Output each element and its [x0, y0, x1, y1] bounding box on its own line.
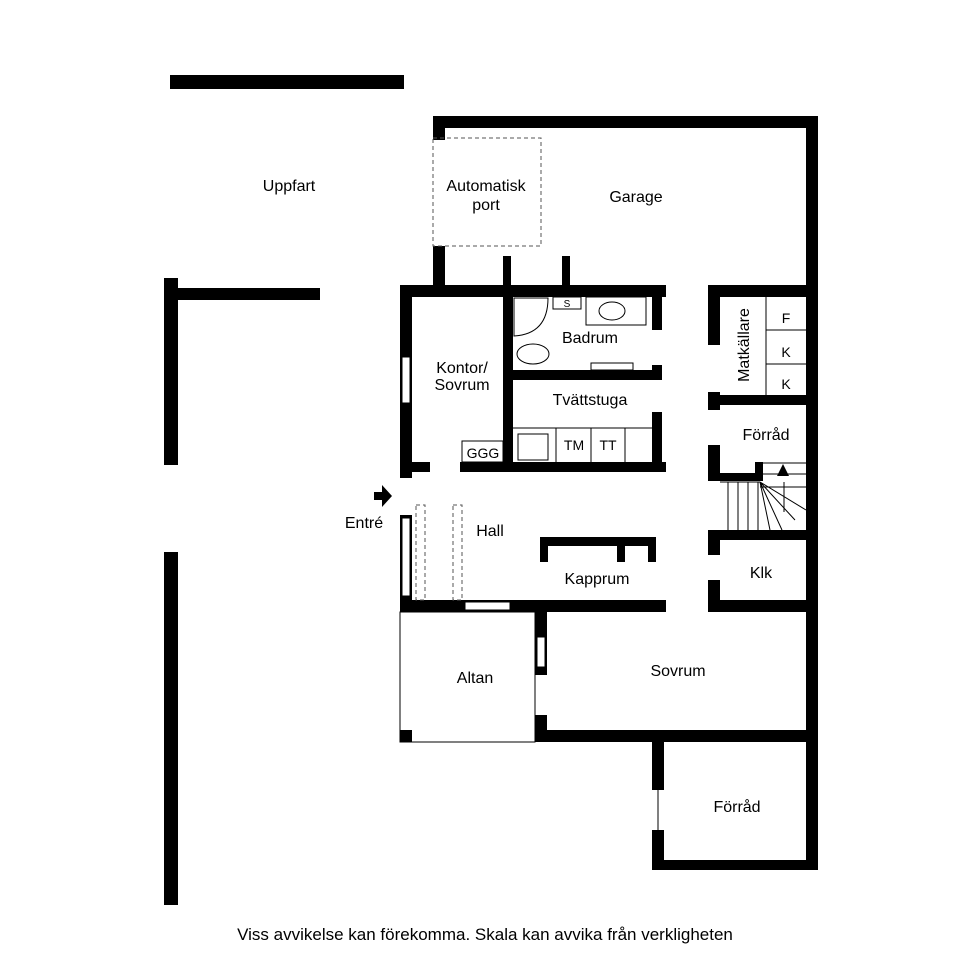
wall: [652, 860, 818, 870]
sink-icon: [598, 301, 626, 321]
label-entre: Entré: [345, 515, 383, 532]
window-sovrum: [536, 636, 546, 668]
washing-machine: TM: [564, 437, 584, 453]
disclaimer-footer: Viss avvikelse kan förekomma. Skala kan …: [237, 925, 733, 944]
wall: [708, 540, 720, 555]
wall: [433, 246, 445, 290]
wall: [513, 370, 660, 380]
wall: [562, 256, 570, 290]
wall: [806, 116, 818, 612]
wall: [400, 730, 412, 742]
entrance-arrow-icon: [374, 485, 392, 507]
altan-outline: [399, 611, 536, 743]
wall: [433, 116, 818, 128]
room-forrad-lower: Förråd: [713, 798, 760, 816]
room-badrum: Badrum: [562, 330, 618, 347]
wall: [708, 285, 818, 297]
wardrobe-right: [452, 504, 463, 601]
wall: [708, 445, 720, 480]
cabinet-box: [552, 296, 582, 310]
ggg-box: [461, 440, 504, 463]
bath-shelf: [590, 362, 634, 371]
room-kapprum: Kapprum: [565, 571, 630, 588]
room-kontor: Kontor/: [436, 360, 488, 377]
wall: [503, 256, 511, 290]
label-automatic-port: Automatisk: [446, 178, 526, 195]
wall: [400, 600, 666, 612]
wall: [433, 116, 445, 140]
wall: [708, 530, 818, 540]
shower-icon: [513, 297, 549, 337]
wall: [708, 473, 760, 481]
wardrobe-left: [415, 504, 426, 601]
wall: [164, 278, 178, 465]
wall: [652, 297, 662, 330]
room-uppfart: Uppfart: [263, 178, 316, 195]
wall: [540, 537, 656, 546]
label-automatic-port-2: port: [472, 197, 500, 214]
pantry-shelves: [765, 297, 806, 395]
wall: [652, 742, 664, 790]
window-kontor: [401, 356, 411, 404]
room-forrad-upper: Förråd: [742, 426, 789, 444]
arrow-up-icon: [777, 464, 789, 476]
wall: [412, 462, 430, 472]
wall: [755, 462, 763, 481]
wardrobes-ggg: GGG: [467, 445, 500, 461]
wall: [170, 75, 404, 89]
shelf-f: F: [782, 310, 791, 326]
shelf-k-1: K: [781, 344, 791, 360]
wall: [164, 552, 178, 905]
shelf-k-2: K: [781, 376, 791, 392]
wall: [806, 612, 818, 742]
tumble-dryer: TT: [599, 437, 617, 453]
wall: [617, 537, 625, 562]
sink-counter: [585, 296, 647, 326]
wall: [806, 742, 818, 870]
window-hall: [401, 517, 411, 597]
wall: [708, 285, 720, 345]
wall: [400, 285, 666, 297]
automatic-door: [432, 137, 542, 247]
room-hall: Hall: [476, 523, 504, 540]
wall: [648, 537, 656, 562]
labels: Uppfart Automatisk port Garage Badrum Ko…: [237, 178, 791, 944]
wall: [540, 537, 548, 562]
room-altan: Altan: [457, 670, 493, 687]
toilet-icon: [516, 343, 550, 365]
laundry-sink-icon: [517, 433, 549, 461]
window-hall-bottom: [464, 601, 511, 611]
room-klk: Klk: [750, 565, 773, 582]
room-kontor-2: Sovrum: [434, 377, 489, 394]
room-sovrum: Sovrum: [650, 663, 705, 680]
wall: [535, 730, 818, 742]
wall: [460, 462, 666, 472]
room-matkallare: Matkällare: [736, 308, 753, 382]
thin-details: [374, 137, 807, 830]
cabinet-s: S: [564, 299, 571, 310]
wall: [652, 365, 662, 380]
room-tvattstuga: Tvättstuga: [553, 392, 628, 409]
wall: [503, 290, 513, 465]
wall: [720, 395, 806, 405]
wall: [708, 392, 720, 410]
wall: [164, 288, 320, 300]
wall: [708, 600, 818, 612]
laundry-counter: [513, 427, 652, 462]
room-garage: Garage: [609, 189, 662, 206]
wall: [652, 412, 662, 470]
